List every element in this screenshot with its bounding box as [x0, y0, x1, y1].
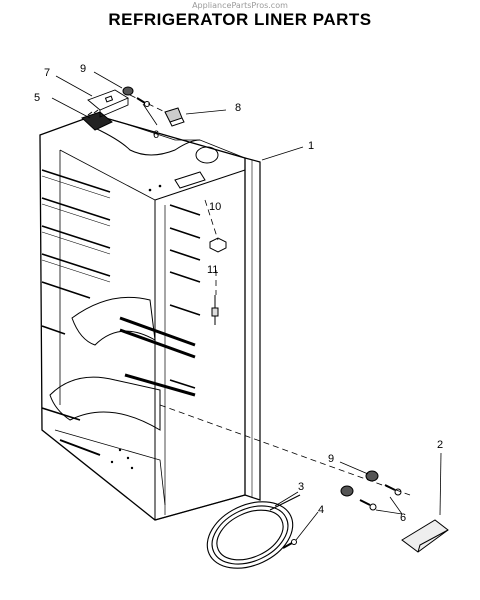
screw-icon	[136, 97, 150, 107]
callout-3: 3	[298, 481, 304, 493]
watermark: AppliancePartsPros.com	[192, 1, 288, 10]
screw-icon	[282, 539, 297, 549]
wire-harness	[94, 127, 201, 156]
callout-4: 4	[318, 504, 324, 516]
callout-2: 2	[437, 439, 443, 451]
callout-6-bottom: 6	[400, 512, 406, 524]
nut-icon	[209, 237, 227, 253]
callout-5: 5	[34, 92, 40, 104]
callout-10: 10	[209, 201, 221, 213]
callout-6-top: 6	[153, 129, 159, 141]
grommet-icon	[122, 86, 134, 96]
clip-icon	[164, 107, 185, 127]
refrigerator-liner	[39, 114, 261, 521]
cover-icon	[401, 519, 449, 553]
water-tube-coil	[206, 494, 301, 569]
control-bracket-icon	[87, 89, 129, 118]
callout-7: 7	[44, 67, 50, 79]
callout-1: 1	[308, 140, 314, 152]
callout-11: 11	[207, 264, 218, 276]
screw-icon	[359, 484, 402, 511]
callout-9-bottom: 9	[328, 453, 334, 465]
callout-8: 8	[235, 102, 241, 114]
page-title: REFRIGERATOR LINER PARTS	[108, 10, 372, 29]
grommet-icon	[340, 470, 379, 497]
wire-connector-icon	[81, 109, 113, 131]
pin-icon	[211, 295, 219, 325]
callout-9-top: 9	[80, 63, 86, 75]
